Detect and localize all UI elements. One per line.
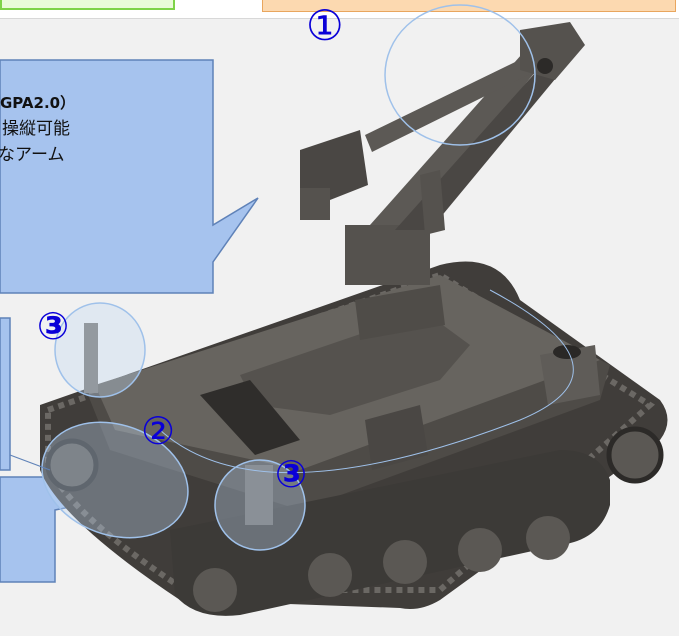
callout-line-3: なアーム: [0, 145, 65, 165]
rear-sensor-post: [84, 323, 98, 393]
top-note-box-green: [0, 0, 175, 10]
callout-left-shape: [0, 317, 11, 471]
callout-line-2: 操縦可能: [2, 119, 70, 139]
callout-line-1: GPA2.0）: [0, 94, 76, 112]
front-track: [45, 426, 664, 616]
highlight-ellipses: [41, 4, 574, 551]
callout-arm-shape: [0, 59, 259, 294]
marker-arm: ①: [306, 1, 344, 50]
callout-left-pointer: [9, 454, 51, 471]
marker-side-sensor: ③: [275, 452, 308, 496]
robot-hull: [88, 275, 610, 510]
marker-front-track: ②: [141, 409, 176, 453]
marker-rear-sensor: ③: [37, 304, 70, 348]
side-sensor-box: [245, 465, 273, 525]
robot-arm: [300, 22, 585, 340]
arm-callout-text: GPA2.0） 操縦可能 なアーム: [0, 90, 215, 168]
